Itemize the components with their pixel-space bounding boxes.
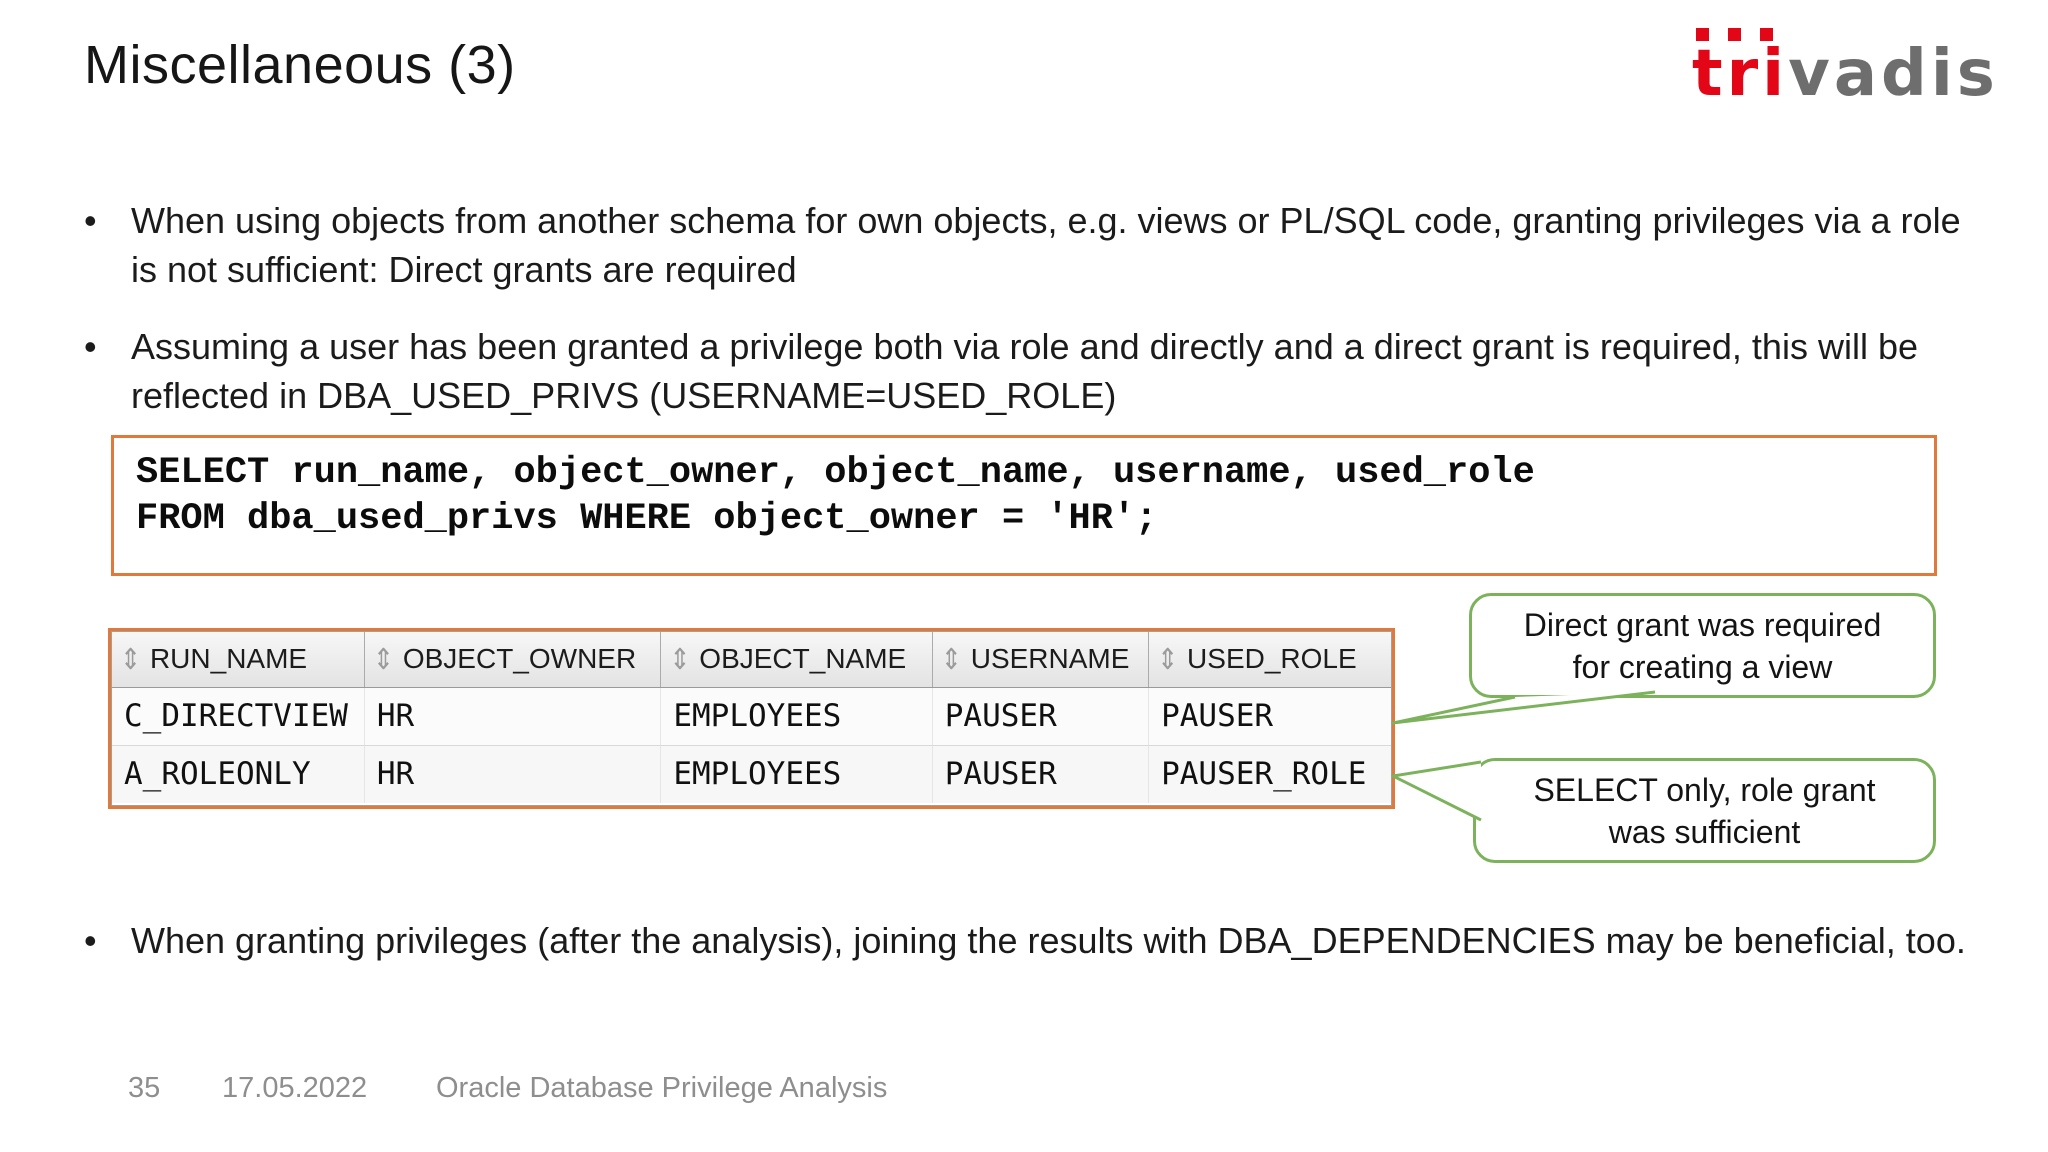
cell-username: PAUSER: [932, 687, 1150, 746]
query-result-table-frame: ⇕RUN_NAME ⇕OBJECT_OWNER ⇕OBJECT_NAME ⇕US…: [108, 628, 1395, 809]
sort-icon: ⇕: [372, 644, 394, 677]
cell-object-owner: HR: [364, 687, 662, 746]
logo-dot-icon: [1728, 28, 1741, 41]
cell-used-role: PAUSER: [1148, 687, 1391, 746]
callout-tail-2: [1391, 760, 1482, 822]
callout-select-only: SELECT only, role grant was sufficient: [1473, 758, 1936, 863]
column-header-username: ⇕USERNAME: [932, 632, 1150, 688]
cell-run-name: C_DIRECTVIEW: [112, 687, 365, 746]
logo-text: trivadis: [1692, 26, 2022, 106]
column-label: OBJECT_OWNER: [402, 643, 637, 675]
sort-icon: ⇕: [120, 644, 141, 677]
column-label: USERNAME: [970, 643, 1130, 675]
trivadis-logo: trivadis: [1692, 26, 2022, 122]
bullet-item-2: • Assuming a user has been granted a pri…: [84, 322, 1994, 420]
cell-object-name: EMPLOYEES: [660, 745, 933, 803]
sql-code: SELECT run_name, object_owner, object_na…: [136, 452, 1535, 540]
cell-username: PAUSER: [932, 745, 1150, 803]
logo-text-gray: vadis: [1788, 37, 1999, 111]
column-header-object-owner: ⇕OBJECT_OWNER: [364, 632, 662, 688]
sort-icon: ⇕: [669, 644, 691, 677]
column-header-used-role: ⇕USED_ROLE: [1148, 632, 1391, 688]
bullet-item-3: • When granting privileges (after the an…: [84, 916, 1994, 965]
page-title: Miscellaneous (3): [84, 35, 516, 95]
column-label: RUN_NAME: [149, 643, 308, 675]
footer-page-number: 35: [128, 1072, 161, 1104]
footer-date: 17.05.2022: [222, 1072, 368, 1104]
sql-code-box: SELECT run_name, object_owner, object_na…: [111, 435, 1937, 576]
footer-presentation-title: Oracle Database Privilege Analysis: [436, 1072, 888, 1104]
bullet-marker: •: [84, 200, 97, 241]
table-header-row: ⇕RUN_NAME ⇕OBJECT_OWNER ⇕OBJECT_NAME ⇕US…: [112, 632, 1391, 688]
cell-object-owner: HR: [364, 745, 662, 803]
column-label: OBJECT_NAME: [699, 643, 907, 675]
bullet-marker: •: [84, 920, 97, 961]
sort-icon: ⇕: [1157, 644, 1179, 677]
query-result-grid: ⇕RUN_NAME ⇕OBJECT_OWNER ⇕OBJECT_NAME ⇕US…: [111, 631, 1392, 806]
cell-run-name: A_ROLEONLY: [112, 745, 365, 803]
result-table: ⇕RUN_NAME ⇕OBJECT_OWNER ⇕OBJECT_NAME ⇕US…: [112, 632, 1391, 803]
bullet-text-1: When using objects from another schema f…: [131, 200, 1961, 290]
column-header-object-name: ⇕OBJECT_NAME: [660, 632, 933, 688]
logo-dot-icon: [1696, 28, 1709, 41]
column-label: USED_ROLE: [1187, 643, 1357, 675]
bullet-item-1: • When using objects from another schema…: [84, 196, 1994, 294]
table-row: A_ROLEONLY HR EMPLOYEES PAUSER PAUSER_RO…: [112, 745, 1391, 803]
sort-icon: ⇕: [940, 644, 962, 677]
table-row: C_DIRECTVIEW HR EMPLOYEES PAUSER PAUSER: [112, 687, 1391, 746]
logo-dot-icon: [1760, 28, 1773, 41]
logo-text-red: tri: [1692, 37, 1789, 111]
cell-object-name: EMPLOYEES: [660, 687, 933, 746]
bullet-text-2: Assuming a user has been granted a privi…: [131, 326, 1918, 416]
bullet-marker: •: [84, 326, 97, 367]
cell-used-role: PAUSER_ROLE: [1148, 745, 1391, 803]
bullet-text-3: When granting privileges (after the anal…: [131, 920, 1966, 961]
callout-direct-grant: Direct grant was required for creating a…: [1469, 593, 1936, 698]
column-header-run-name: ⇕RUN_NAME: [112, 632, 365, 688]
